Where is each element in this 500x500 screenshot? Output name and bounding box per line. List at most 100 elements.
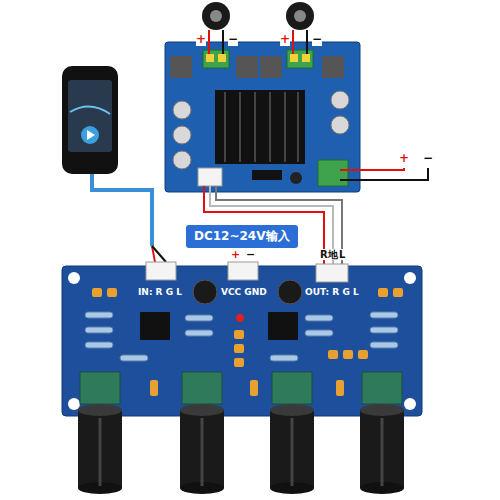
heatsink (215, 90, 305, 164)
resistor (370, 342, 398, 348)
speaker-cone (202, 2, 230, 30)
potentiometers (80, 372, 402, 404)
capacitor (358, 350, 368, 359)
speaker-cap (210, 10, 222, 22)
resistors (85, 312, 398, 361)
tone-board (62, 266, 422, 416)
inductor (260, 56, 282, 78)
knob-body (78, 410, 122, 488)
polarity-mark: + (196, 33, 206, 46)
silkscreen-label: IN: R G L (138, 288, 182, 298)
capacitor (331, 91, 349, 109)
play-icon (87, 130, 95, 140)
mount-hole (404, 272, 416, 284)
input-connector (198, 168, 222, 186)
capacitor (250, 380, 258, 396)
potentiometer (290, 172, 302, 184)
power-wire (340, 168, 404, 170)
speaker-cap (294, 10, 306, 22)
capacitor (150, 380, 158, 396)
capacitor (92, 288, 102, 297)
resistor (370, 312, 398, 318)
speaker-wire (222, 30, 224, 54)
op-amp-chip (268, 312, 298, 340)
signal-wire (152, 246, 166, 262)
amplifier-board (165, 42, 360, 192)
knob (270, 404, 314, 494)
fin (254, 92, 256, 162)
chip (252, 170, 282, 180)
knob-top (360, 404, 404, 416)
speaker-terminal (203, 50, 229, 68)
input-connector (146, 262, 176, 280)
electrolytic-capacitor (193, 280, 217, 304)
potentiometer (182, 372, 222, 404)
polarity-mark: − (246, 249, 255, 261)
music-player (62, 66, 118, 174)
resistor (185, 315, 213, 321)
knob (78, 404, 122, 494)
potentiometer (362, 372, 402, 404)
capacitor (234, 330, 244, 339)
capacitor (331, 116, 349, 134)
potentiometer (80, 372, 120, 404)
pin-name: R (320, 249, 328, 260)
capacitor (173, 151, 191, 169)
polarity-mark: + (280, 33, 290, 46)
fin (269, 92, 271, 162)
resistor (185, 330, 213, 336)
knob (360, 404, 404, 494)
speaker-terminal (287, 50, 313, 68)
knob-ridge (381, 418, 384, 486)
power-terminal (318, 160, 348, 186)
inductor (236, 56, 258, 78)
power-led (236, 314, 244, 322)
player-screen (68, 80, 112, 152)
knob-top (270, 404, 314, 416)
polarity-mark: − (423, 152, 433, 165)
resistor (85, 342, 113, 348)
resistor (85, 327, 113, 333)
speaker-cone (286, 2, 314, 30)
audio-cable (92, 174, 152, 246)
resistor (120, 355, 148, 361)
knob-ridge (291, 418, 294, 486)
ceramic-capacitors (92, 288, 403, 396)
silkscreen-label: OUT: R G L (305, 288, 359, 298)
capacitor (336, 380, 344, 396)
capacitor (234, 358, 244, 367)
resistor (370, 327, 398, 333)
resistor (85, 312, 113, 318)
pin-name: 地 (328, 249, 338, 260)
terminal-screw (206, 54, 214, 62)
capacitor (378, 288, 388, 297)
speaker-wire (306, 30, 308, 54)
op-amp-chip (140, 312, 170, 340)
knob-body (360, 410, 404, 488)
screen-wave (70, 106, 110, 114)
capacitor (107, 288, 117, 297)
terminal-screw (302, 54, 310, 62)
inductor (322, 56, 344, 78)
power-connector (228, 262, 258, 280)
polarity-mark: + (399, 152, 409, 165)
heatsink-fins (225, 92, 298, 162)
polarity-mark: + (231, 249, 240, 261)
knob-top (180, 404, 224, 416)
potentiometer (272, 372, 312, 404)
power-wire (340, 168, 428, 180)
knob-body (180, 410, 224, 488)
fin (239, 92, 241, 162)
speaker-right (286, 2, 314, 30)
capacitor (173, 101, 191, 119)
play-button (81, 126, 99, 144)
knob-body (270, 410, 314, 488)
knob-ridge (99, 418, 102, 486)
inductor (170, 56, 192, 78)
speaker-wire (292, 30, 294, 54)
capacitor (173, 126, 191, 144)
pin-name: L (339, 249, 345, 260)
polarity-mark: − (312, 33, 322, 46)
electrolytic-capacitor (278, 280, 302, 304)
